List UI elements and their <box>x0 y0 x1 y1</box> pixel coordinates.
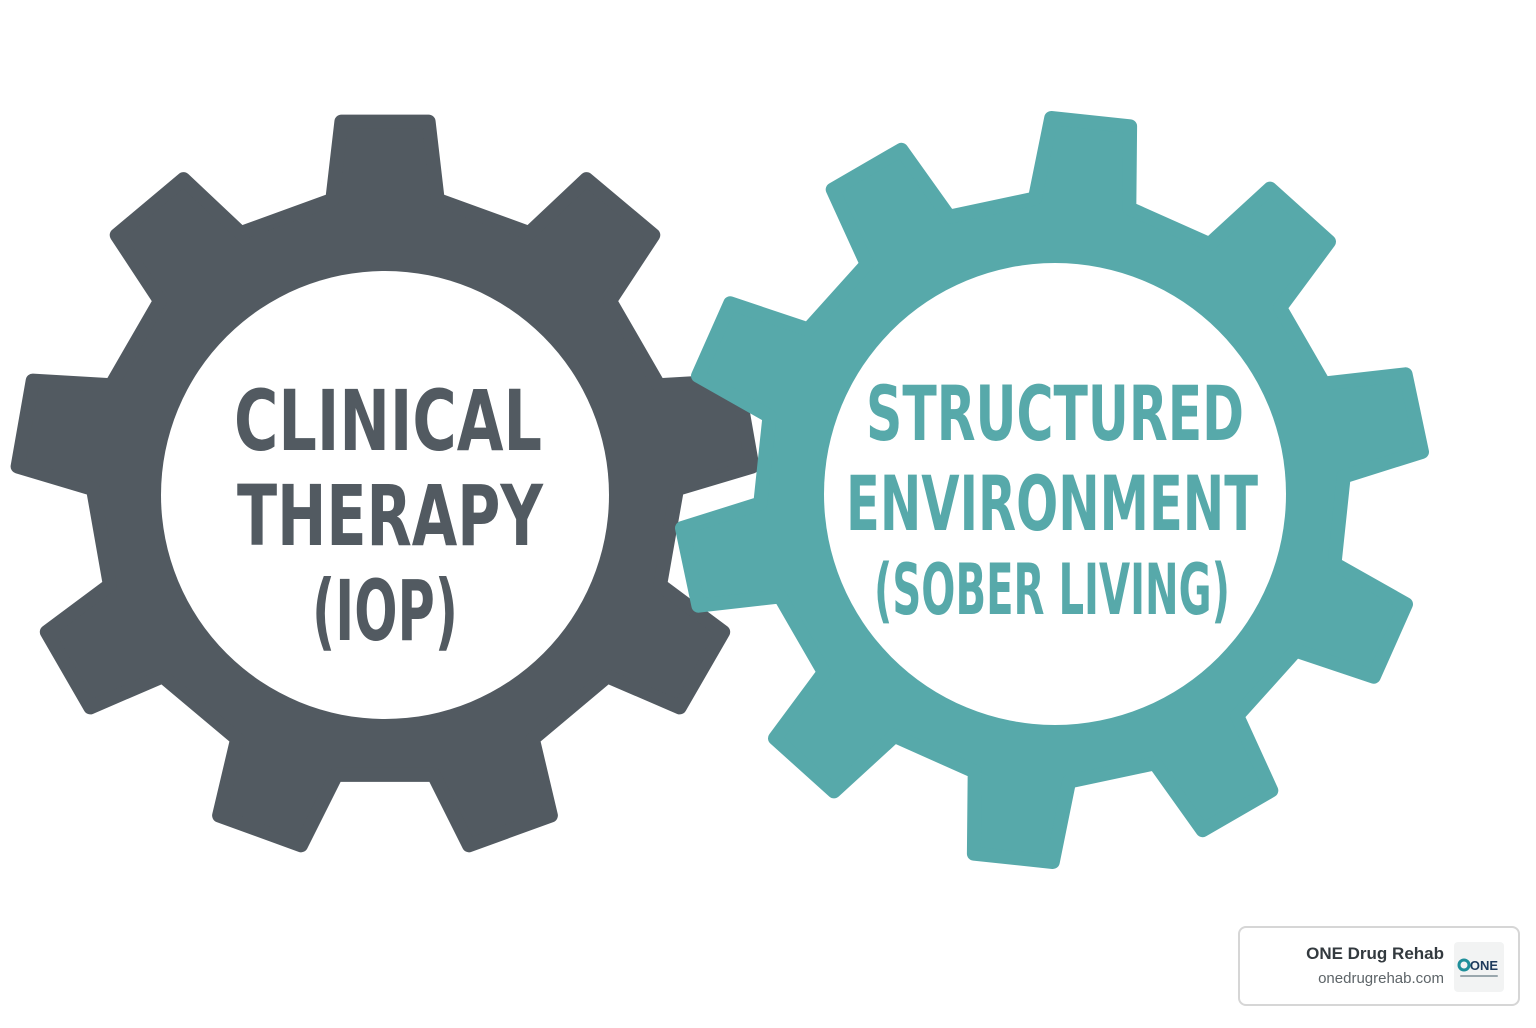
brand-logo: ONE <box>1454 942 1504 992</box>
one-logo-icon: ONE <box>1457 958 1499 977</box>
brand-name: ONE Drug Rehab <box>1306 944 1444 963</box>
gear-left-line-3: (IOP) <box>312 562 458 660</box>
brand-badge[interactable]: ONE Drug Rehab onedrugrehab.com ONE <box>1238 926 1520 1006</box>
gear-left-line-2: THERAPY <box>237 467 544 565</box>
gear-right-line-2: ENVIRONMENT <box>846 459 1258 548</box>
gear-right-line-3: (SOBER LIVING) <box>874 549 1230 631</box>
gear-structured-environment: STRUCTURED ENVIRONMENT (SOBER LIVING) <box>675 111 1429 869</box>
gear-left-line-1: CLINICAL <box>234 372 542 470</box>
gear-left-hub <box>161 271 609 719</box>
brand-logo-text: ONE <box>1470 958 1499 973</box>
gear-clinical-therapy: CLINICAL THERAPY (IOP) <box>10 114 760 853</box>
brand-url[interactable]: onedrugrehab.com <box>1318 970 1444 987</box>
gear-right-line-1: STRUCTURED <box>866 369 1244 458</box>
gear-right-hub <box>824 263 1286 725</box>
